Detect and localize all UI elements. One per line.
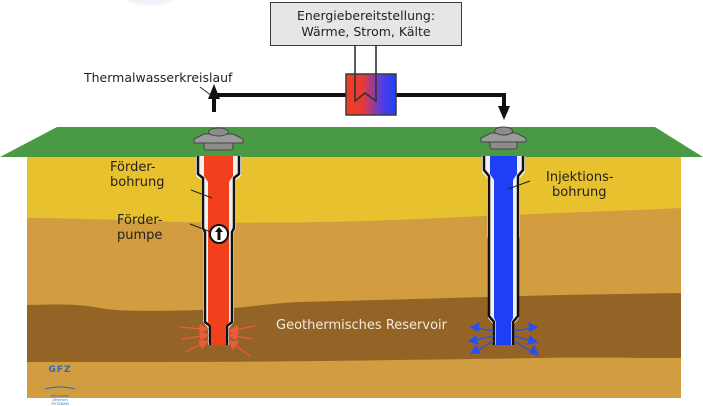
reservoir-label: Geothermisches Reservoir — [276, 318, 447, 333]
production-well-label: Förder- bohrung — [110, 160, 165, 190]
decorative-glow — [120, 0, 180, 6]
production-well-label-line1: Förder- — [110, 160, 156, 175]
energy-supply-line2: Wärme, Strom, Kälte — [301, 24, 431, 39]
ground-surface — [0, 127, 703, 157]
heat-exchanger-icon — [345, 73, 397, 116]
injection-well — [482, 156, 525, 345]
production-pump-label-line1: Förder- — [117, 213, 163, 228]
outflow-arrows — [467, 321, 540, 356]
production-pump-label: Förder- pumpe — [117, 213, 163, 243]
arrow-down-icon — [498, 106, 510, 120]
production-well — [196, 156, 241, 345]
injection-well-pointer — [507, 180, 531, 190]
wellhead-icon — [480, 126, 527, 150]
inflow-arrows — [179, 324, 256, 357]
arrow-up-icon — [208, 84, 220, 99]
wellhead-icon — [193, 127, 244, 151]
injection-well-label: Injektions- bohrung — [546, 170, 614, 200]
gfz-logo-subtitle: Helmholtz-Zentrum POTSDAM — [50, 394, 70, 406]
soil-bottom-edge — [27, 398, 681, 400]
injection-well-label-line1: Injektions- — [546, 170, 614, 185]
gfz-logo-swoosh — [44, 386, 76, 390]
thermal-loop-pointer — [199, 86, 213, 97]
production-pump-label-line2: pumpe — [117, 228, 163, 243]
production-well-pointer — [190, 189, 213, 199]
energy-supply-box: Energiebereitstellung: Wärme, Strom, Käl… — [270, 2, 462, 46]
pump-icon — [209, 224, 229, 244]
gfz-logo-name: GFZ — [48, 365, 72, 375]
thermal-loop-label: Thermalwasserkreislauf — [84, 70, 233, 85]
energy-supply-line1: Energiebereitstellung: — [296, 8, 436, 23]
production-well-label-line2: bohrung — [110, 175, 165, 190]
pump-pointer — [189, 223, 212, 233]
injection-well-label-line2: bohrung — [552, 185, 607, 200]
